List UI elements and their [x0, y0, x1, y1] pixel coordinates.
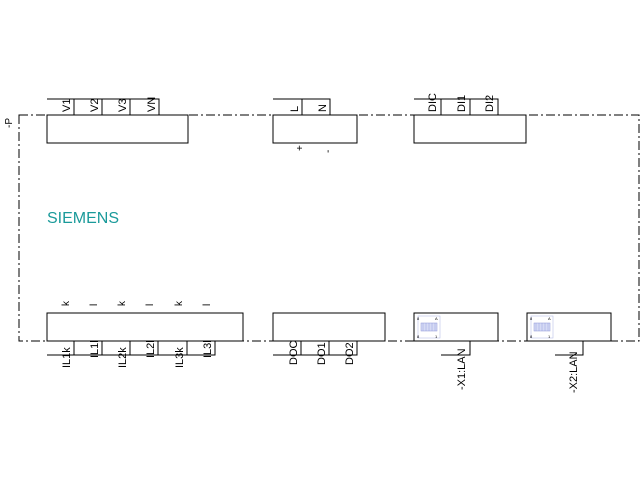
ct-polarity-label: k [117, 300, 128, 306]
polarity-label: + [295, 145, 306, 151]
jack-pin-label: 1 [435, 334, 438, 339]
terminal-label: IL3k [174, 347, 186, 368]
terminal-block-outline [413, 114, 527, 144]
jack-pin-label: 1 [548, 334, 551, 339]
terminal-lead [302, 98, 331, 115]
terminal-label: DI2 [484, 95, 496, 112]
terminal-label: DO2 [344, 342, 356, 365]
lan-port-x2: 8 A 8 1 -X2:LAN [526, 312, 612, 393]
device-outline [18, 114, 640, 342]
terminal-label: DOC [288, 341, 300, 366]
terminal-label: VN [146, 97, 158, 112]
digital-input-terminal-block: DIC DI1 DI2 [413, 93, 527, 144]
polarity-label: - [323, 150, 334, 153]
ct-polarity-label: k [174, 300, 185, 306]
terminal-label: DIC [427, 93, 439, 112]
terminal-lead [329, 341, 358, 356]
terminal-label: DO1 [316, 342, 328, 365]
digital-output-terminal-block: DOC DO1 DO2 [272, 312, 386, 366]
jack-pin-label: A [435, 316, 438, 321]
port-label: -X2:LAN [568, 351, 580, 393]
terminal-label: IL2k [117, 347, 129, 368]
power-terminal-block: L N + - [272, 98, 358, 153]
voltage-terminal-block: V1 V2 V3 VN [46, 97, 189, 144]
device-designation: -P [4, 118, 15, 128]
port-label: -X1:LAN [456, 348, 468, 390]
terminal-lead [470, 98, 499, 115]
ct-polarity-label: l [202, 304, 213, 306]
terminal-label: DI1 [456, 95, 468, 112]
ct-polarity-label: l [89, 304, 100, 306]
terminal-lead [555, 341, 584, 356]
terminal-block-outline [272, 114, 358, 144]
jack-pin-label: 8 [417, 334, 420, 339]
terminal-label: IL1k [61, 347, 73, 368]
jack-pin-label: 8 [530, 316, 533, 321]
ct-polarity-label: k [61, 300, 72, 306]
brand-logo: SIEMENS [47, 210, 119, 227]
terminal-label: V2 [89, 99, 101, 112]
terminal-lead [441, 341, 471, 356]
jack-pin-label: 8 [530, 334, 533, 339]
jack-pin-label: 8 [417, 316, 420, 321]
current-terminal-block: k l k l k l IL1k IL1l IL2k IL2l IL3k IL3… [46, 300, 244, 368]
terminal-label: IL1l [89, 340, 101, 358]
terminal-block-outline [46, 312, 244, 342]
terminal-label: V1 [61, 99, 73, 112]
terminal-lead [187, 341, 216, 356]
ct-polarity-label: l [145, 304, 156, 306]
terminal-block-outline [46, 114, 189, 144]
terminal-block-outline [272, 312, 386, 342]
terminal-label: IL3l [202, 340, 214, 358]
terminal-lead [130, 98, 160, 115]
lan-port-x1: 8 A 8 1 -X1:LAN [413, 312, 499, 390]
terminal-label: V3 [117, 99, 129, 112]
terminal-label: IL2l [145, 340, 157, 358]
jack-pin-label: A [548, 316, 551, 321]
terminal-label: N [317, 104, 329, 112]
terminal-label: L [289, 106, 301, 112]
